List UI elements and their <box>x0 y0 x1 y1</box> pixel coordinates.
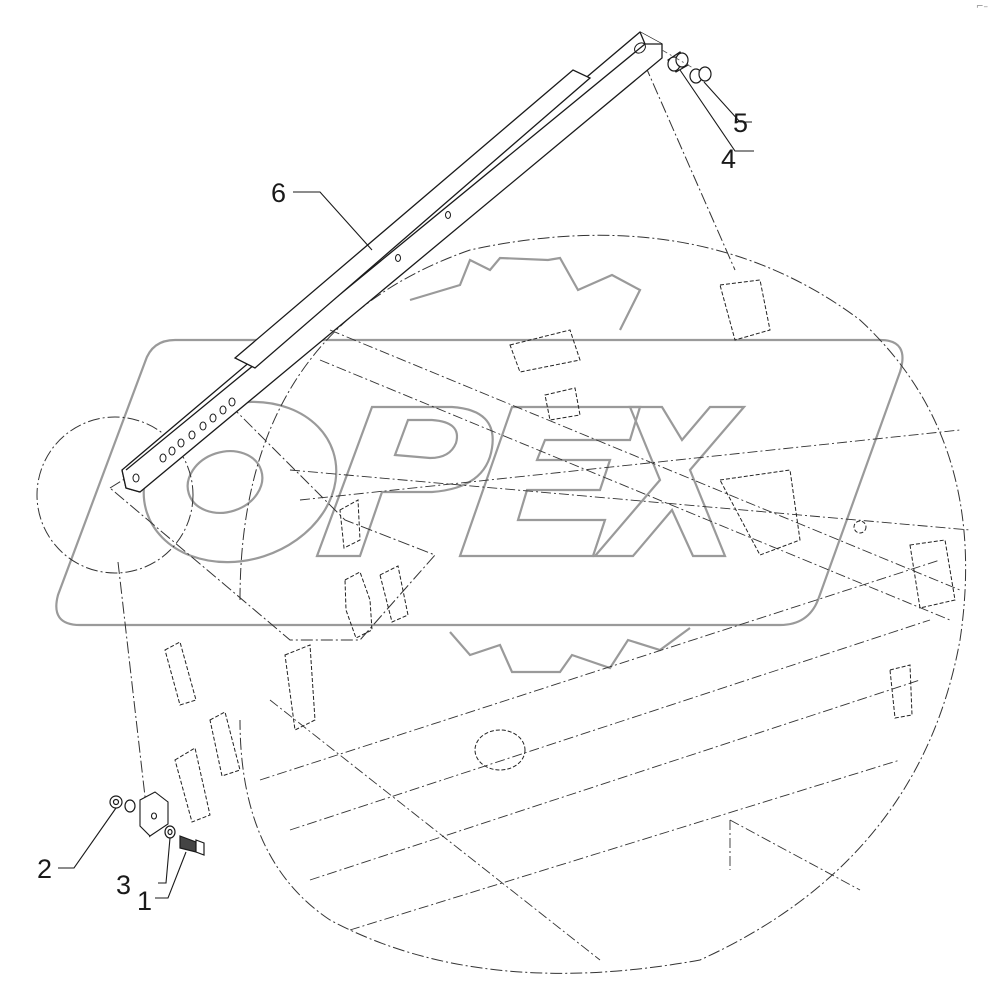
adjustment-bar-part-6 <box>121 31 663 493</box>
leader-lines <box>58 69 754 899</box>
opex-watermark <box>55 256 904 674</box>
bushing-part-5 <box>689 66 712 84</box>
bolt-part-1 <box>179 835 205 856</box>
callout-1: 1 <box>137 886 153 916</box>
assembly-detail-circle <box>36 64 967 974</box>
nut-part-2 <box>109 795 136 813</box>
clamp-block <box>139 791 169 837</box>
callout-6: 6 <box>271 178 287 208</box>
callout-4: 4 <box>721 144 737 174</box>
assembly-phantom-lines <box>259 329 971 961</box>
callout-3: 3 <box>116 870 132 900</box>
harrow-tine-brackets <box>164 279 956 823</box>
washer-part-3 <box>164 825 176 839</box>
corner-mark: ⌐– <box>975 2 988 12</box>
callout-2: 2 <box>37 854 53 884</box>
callout-5: 5 <box>733 108 749 138</box>
